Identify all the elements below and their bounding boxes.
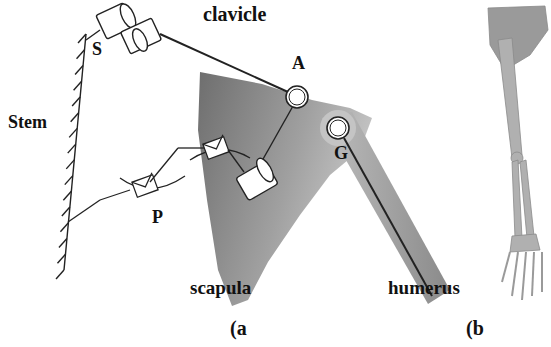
hatch-stroke [62,207,70,216]
hatch-stroke [59,239,67,248]
joint-letter: G [334,144,348,162]
hatch-stroke [60,223,68,232]
hatch-stroke [56,270,64,279]
g-joint-inner [330,120,346,136]
humeral-head [320,110,356,146]
hatch-stroke [75,65,83,74]
a-joint [286,86,308,108]
hatch-stroke [72,97,80,106]
hatch-stroke [63,191,71,200]
hatch-stroke [68,144,76,153]
clavicle-link [160,34,288,92]
hatch-stroke [66,160,74,169]
hatch-stroke [78,34,86,43]
part-name: Stem [8,113,47,131]
figure-label: (b [466,318,484,338]
hatch-stroke [65,176,73,185]
joint-letter: S [92,40,102,58]
hatch-stroke [77,50,85,59]
g-joint [327,117,349,139]
finger-bone [522,252,526,300]
joint-letter: P [152,208,163,226]
finger-bone [512,252,518,296]
scapula-shape [198,72,372,306]
finger-bone [502,252,510,282]
part-name: humerus [388,278,460,297]
a-joint-inner [289,89,305,105]
hatch-stroke [74,81,82,90]
hatch-stroke [57,254,65,263]
actuator [236,106,293,201]
finger-bone [532,252,534,296]
part-name: scapula [190,278,251,297]
stem-wall [56,34,86,279]
joint-letter: A [292,54,305,72]
figure-label: (a [230,318,247,338]
finger-bone [541,252,543,292]
hatch-stroke [69,128,77,137]
arm-skeleton [488,6,548,300]
part-name: clavicle [203,4,266,24]
hatch-stroke [71,113,79,122]
humerus-link [344,138,432,296]
